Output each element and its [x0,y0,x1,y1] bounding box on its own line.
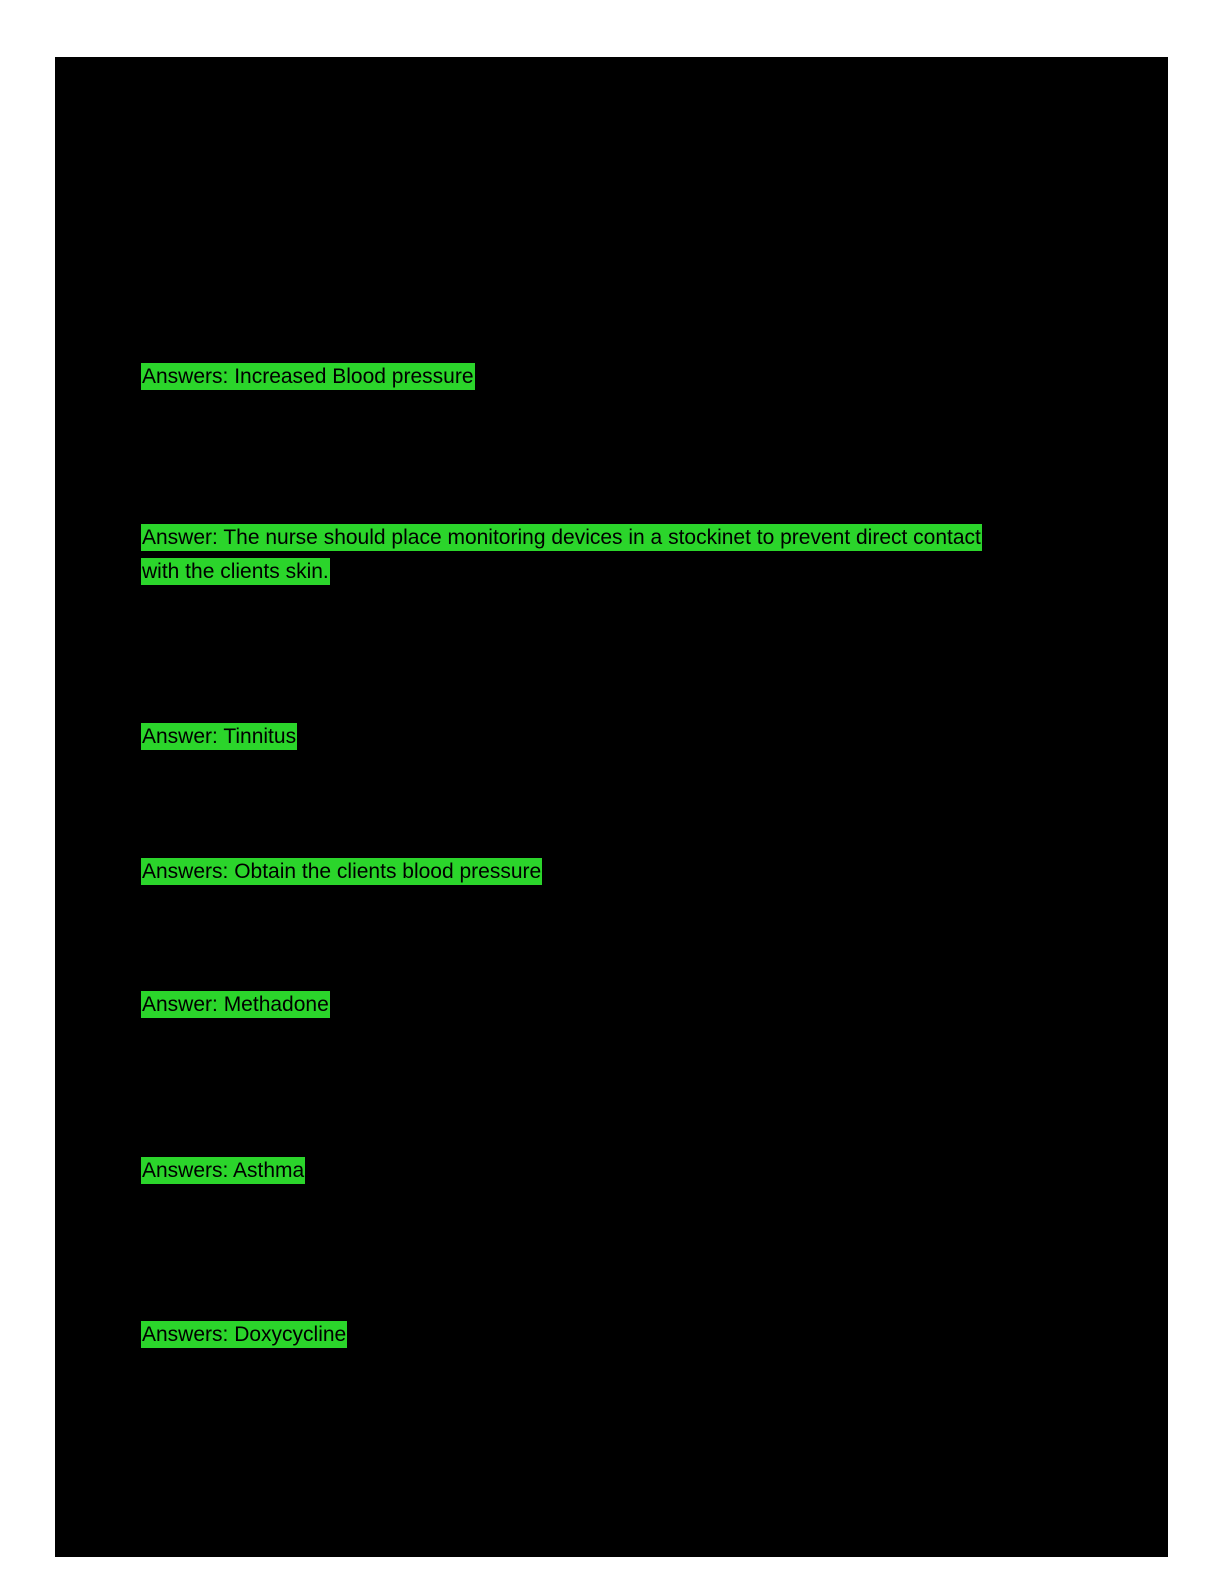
answer-line: Answer: Methadone [141,988,330,1022]
answer-line: Answer: Tinnitus [141,720,298,754]
answer-line: Answers: Increased Blood pressure [141,360,475,394]
answer-highlight: Answers: Asthma [141,1157,306,1184]
answer-line: Answers: Obtain the clients blood pressu… [141,855,543,889]
answer-highlight: Answer: Tinnitus [141,723,298,750]
answer-highlight: Answer: The nurse should place monitorin… [141,524,982,585]
answer-line: Answer: The nurse should place monitorin… [141,521,1021,589]
answer-highlight: Answers: Increased Blood pressure [141,363,475,390]
answer-line: Answers: Asthma [141,1154,306,1188]
document-content-block: Answers: Increased Blood pressure Answer… [55,57,1168,1557]
answer-highlight: Answer: Methadone [141,991,330,1018]
answer-highlight: Answers: Doxycycline [141,1321,348,1348]
answer-highlight: Answers: Obtain the clients blood pressu… [141,858,543,885]
answer-line: Answers: Doxycycline [141,1318,348,1352]
